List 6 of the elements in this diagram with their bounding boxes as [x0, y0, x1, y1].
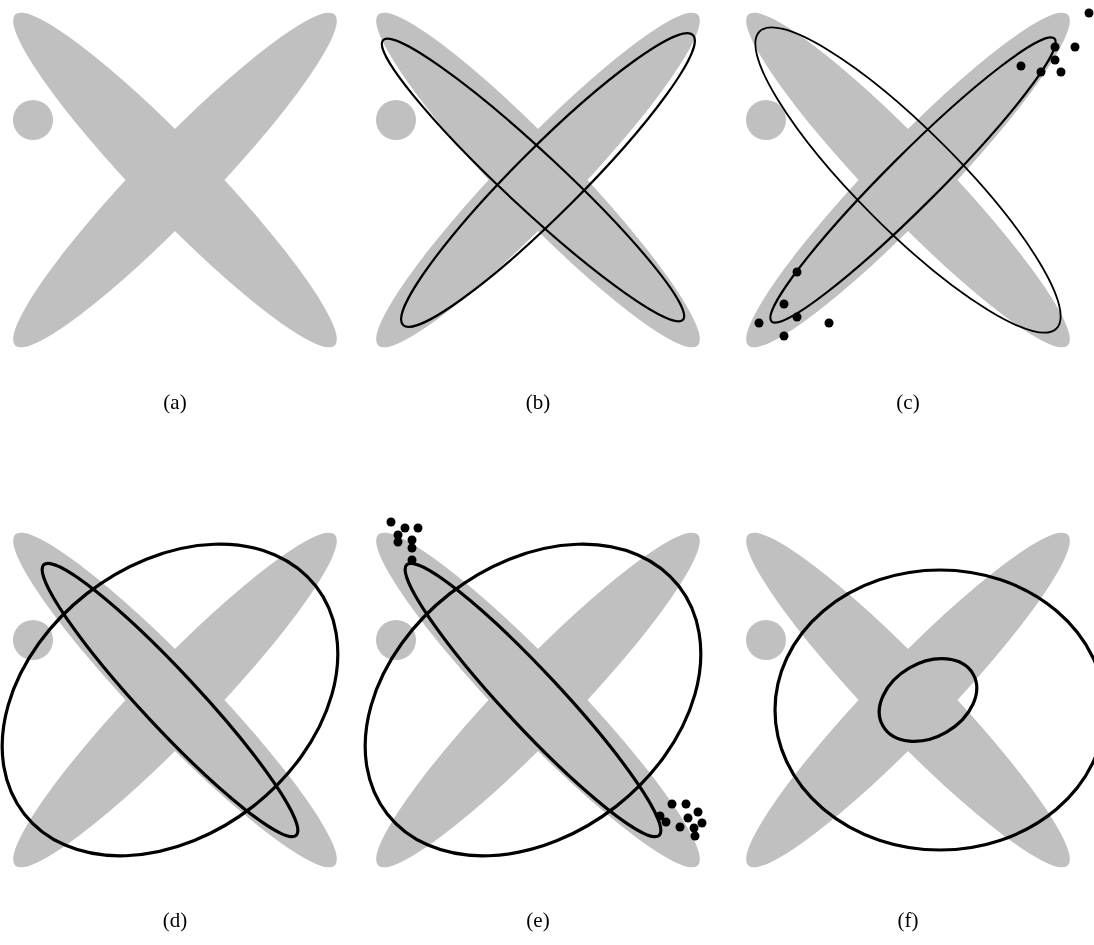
panel-label: (a) — [163, 390, 187, 415]
panel-label: (e) — [526, 908, 550, 933]
panel-label: (c) — [896, 390, 920, 415]
panel-label: (b) — [525, 390, 551, 415]
panel-label: (d) — [162, 908, 188, 933]
panel-label: (f) — [897, 908, 919, 933]
